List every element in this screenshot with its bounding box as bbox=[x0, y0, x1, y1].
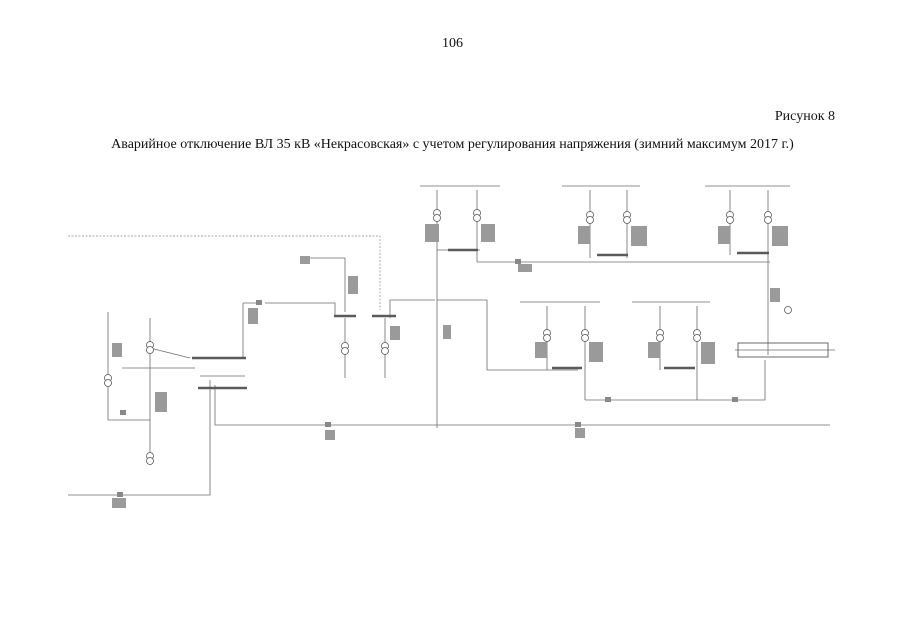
switch-marks bbox=[117, 259, 738, 497]
page-number: 106 bbox=[442, 36, 463, 51]
node-annotations bbox=[112, 224, 788, 508]
connection-lines bbox=[68, 185, 835, 496]
buses bbox=[192, 248, 829, 390]
figure-label: Рисунок 8 bbox=[774, 109, 835, 124]
figure-caption: Аварийное отключение ВЛ 35 кВ «Некрасовс… bbox=[111, 137, 794, 152]
transformer-symbols bbox=[104, 209, 792, 465]
